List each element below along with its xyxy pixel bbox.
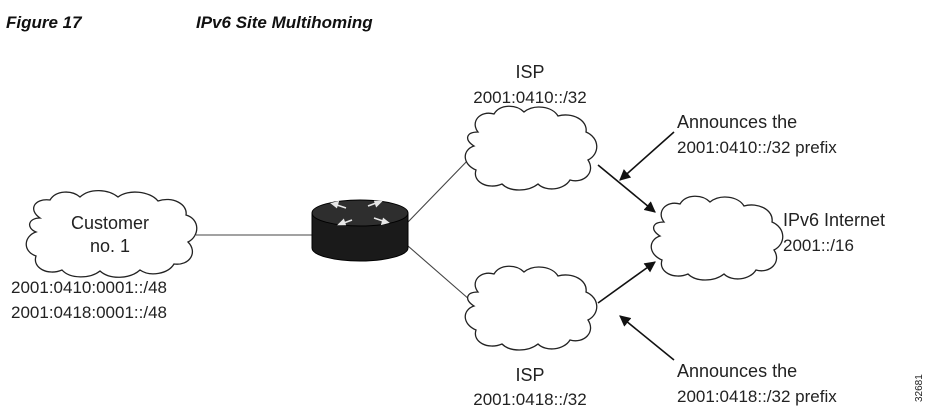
announce-top-line1: Announces the [677, 112, 797, 132]
internet-label: IPv6 Internet [783, 210, 885, 230]
isp-top-prefix: 2001:0410::/32 [473, 88, 586, 107]
announce-bottom-line1: Announces the [677, 361, 797, 381]
customer-label-line2: no. 1 [90, 236, 130, 256]
arrow-announce-bottom [619, 315, 675, 361]
figure-id: 32681 [914, 374, 925, 402]
router-icon [311, 199, 409, 262]
internet-prefix: 2001::/16 [783, 236, 854, 255]
isp-bottom-label: ISP [515, 365, 544, 385]
figure-header: Figure 17 IPv6 Site Multihoming [6, 10, 373, 36]
announce-top-line2: 2001:0410::/32 prefix [677, 138, 837, 157]
customer-cloud-shape [25, 189, 198, 278]
internet-cloud-shape [650, 195, 784, 281]
arrow-isp-top-to-internet [597, 164, 656, 213]
customer-prefix-1: 2001:0410:0001::/48 [11, 278, 167, 297]
arrow-announce-top [619, 131, 675, 181]
link-router-isp-top [407, 157, 471, 223]
arrow-isp-bottom-to-internet [597, 261, 656, 304]
figure-title: IPv6 Site Multihoming [196, 13, 373, 32]
figure-number: Figure 17 [6, 13, 82, 32]
customer-prefix-2: 2001:0418:0001::/48 [11, 303, 167, 322]
isp-top-label: ISP [515, 62, 544, 82]
link-router-isp-bottom [407, 245, 471, 301]
isp-bottom-cloud-shape [464, 265, 598, 351]
isp-top-cloud-shape [464, 105, 598, 191]
isp-bottom-prefix: 2001:0418::/32 [473, 390, 586, 409]
announce-bottom-line2: 2001:0418::/32 prefix [677, 387, 837, 406]
customer-label-line1: Customer [71, 213, 149, 233]
